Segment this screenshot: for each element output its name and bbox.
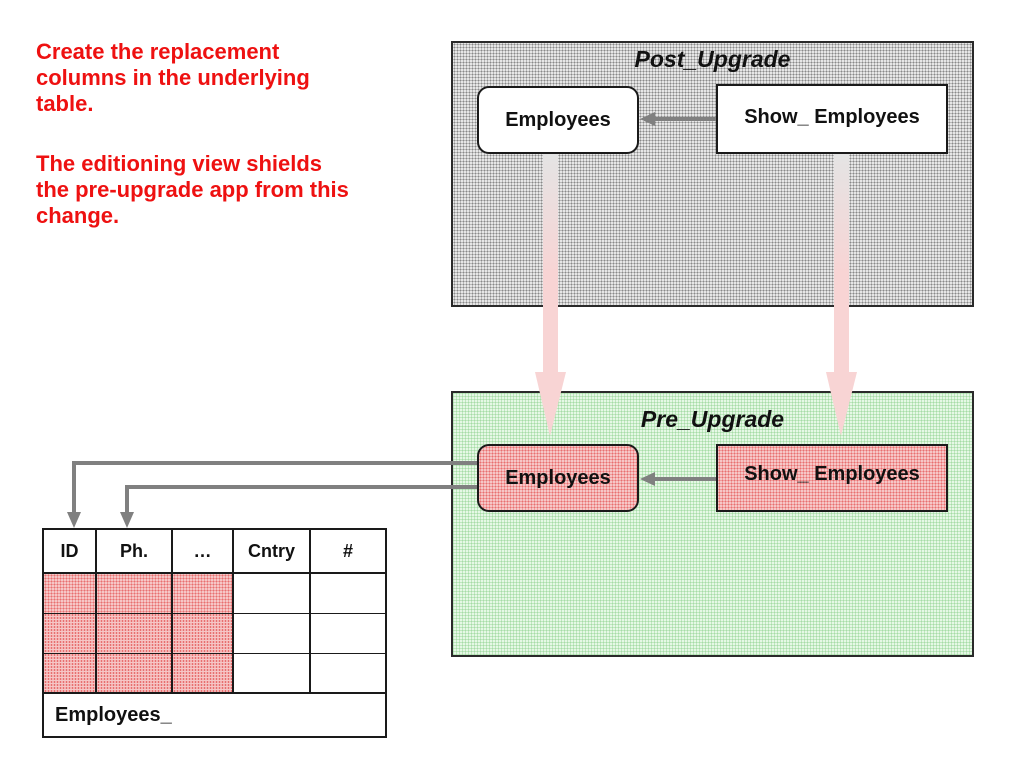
pre-upgrade-title: Pre_Upgrade — [640, 406, 785, 432]
pre-upgrade-edition-box — [451, 391, 974, 657]
column-header-phone: Ph. — [95, 528, 173, 574]
pre-employees-view: Employees — [477, 444, 639, 512]
cross-edition-arrow-employees — [535, 154, 566, 436]
pre-show-to-employees-arrow — [640, 472, 716, 486]
post-show-to-employees-arrow — [640, 112, 716, 126]
table-row — [42, 572, 387, 614]
column-header-ellipsis: … — [171, 528, 234, 574]
table-header-row: ID Ph. … Cntry # — [42, 528, 387, 574]
post-upgrade-title: Post_Upgrade — [634, 46, 791, 72]
view-to-phone-column-arrow — [120, 485, 477, 528]
table-cell — [171, 652, 234, 694]
table-cell — [95, 572, 173, 614]
table-name: Employees_ — [42, 692, 387, 738]
post-show-employees-synonym: Show_ Employees — [716, 84, 948, 154]
table-row — [42, 652, 387, 694]
table-cell — [309, 652, 387, 694]
instruction-text-editioning-view: The editioning view shields the pre-upgr… — [36, 151, 349, 228]
table-cell — [232, 572, 311, 614]
post-employees-view: Employees — [477, 86, 639, 154]
table-cell — [42, 612, 97, 654]
table-name-row: Employees_ — [42, 692, 387, 738]
table-row — [42, 612, 387, 654]
post-upgrade-edition-box — [451, 41, 974, 307]
table-cell — [171, 612, 234, 654]
table-cell — [42, 652, 97, 694]
table-cell — [309, 612, 387, 654]
view-to-id-column-arrow — [67, 461, 477, 528]
table-cell — [232, 652, 311, 694]
column-header-country: Cntry — [232, 528, 311, 574]
cross-edition-arrow-show-employees — [826, 154, 857, 436]
column-header-number: # — [309, 528, 387, 574]
column-header-id: ID — [42, 528, 97, 574]
instruction-text-create-columns: Create the replacement columns in the un… — [36, 39, 310, 116]
table-cell — [42, 572, 97, 614]
table-cell — [171, 572, 234, 614]
employees-base-table: ID Ph. … Cntry # Employees_ — [42, 528, 387, 738]
table-cell — [95, 652, 173, 694]
table-cell — [232, 612, 311, 654]
pre-show-employees-synonym: Show_ Employees — [716, 444, 948, 512]
table-cell — [95, 612, 173, 654]
